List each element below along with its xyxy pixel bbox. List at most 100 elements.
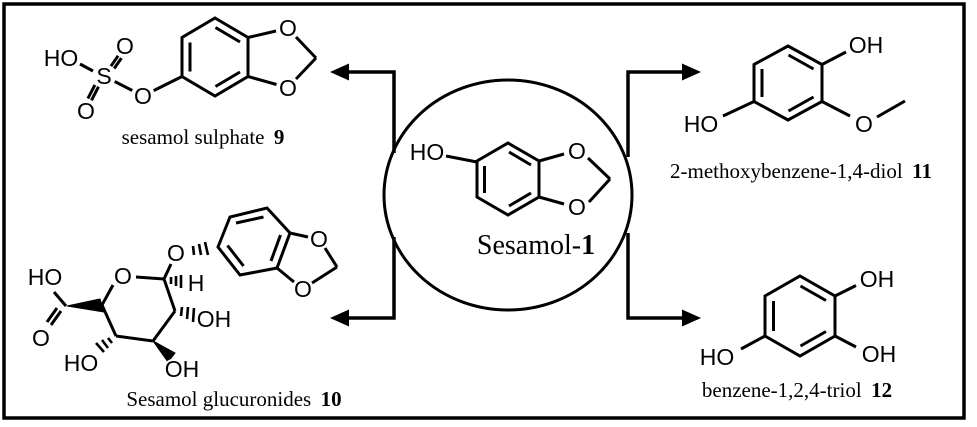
bond [289,231,309,239]
atom-label: OH [197,306,232,332]
double-bond [787,53,815,71]
caption-sesamol-sulphate: sesamol sulphate 9 [122,125,285,150]
bond [100,304,118,337]
caption-number: 11 [912,159,932,183]
bond [586,156,612,181]
arrow-line [346,237,396,320]
methoxydiol-structure: OH HO O [682,30,906,139]
double-bond [214,26,241,44]
sesamol-structure: HO O O [408,136,612,222]
double-bond-s-o [86,84,97,100]
atom-label: OH [860,266,895,292]
bond [162,263,173,280]
atom-label: O [568,194,586,220]
double-bond-s-o [90,86,100,101]
double-bond [508,191,532,208]
center-circle [382,78,634,312]
caption-text: benzene-1,2,4-triol [701,378,862,402]
arrow-line [626,233,685,320]
hash-tick [179,306,184,317]
wedge-bond [152,340,176,363]
double-bond [269,234,282,262]
atom-label: O [294,276,312,302]
hash-bond-c2-oh [179,306,196,323]
atom-label: O [167,240,185,266]
caption-number: 10 [320,387,342,411]
triol-structure: OH OH HO [698,264,899,372]
arrow-to-methoxydiol [626,63,701,157]
benzene-ring [475,141,541,217]
hash-tick [95,342,105,353]
arrowhead [330,309,349,327]
bond [52,291,68,307]
atom-label: OH [849,32,884,58]
arrow-line [626,70,685,157]
atom-label: O [568,138,586,164]
bond-ho-s [79,62,94,73]
bond [247,29,277,39]
arrow-to-triol [626,233,701,327]
bond-ho [722,100,755,118]
atom-label: HO [44,45,79,71]
bond [276,266,295,284]
atom-label: O [279,75,297,101]
caption-sesamol-glucuronides: Sesamol glucuronides 10 [126,387,341,412]
bond [538,152,565,163]
bond [115,334,154,343]
caption-number: 9 [273,125,285,149]
bond-oh [834,284,857,298]
glucuronide-structure: HO O O O H OH OH HO O O [26,206,339,384]
hash-tick [100,339,110,349]
bond-ho [445,154,478,164]
bond [538,195,565,206]
benzene-ring [763,274,837,358]
atom-label: HO [700,344,735,370]
bond [587,177,612,204]
atom-label: HO [28,264,63,290]
bond-oh [821,50,847,66]
benzene-ring [752,44,824,122]
double-bond-c-o [45,307,59,323]
bond [323,247,339,268]
figure-border [2,2,966,420]
bond [162,278,177,312]
atom-label: O [134,83,152,109]
atom-label: OH [165,356,200,382]
arrowhead [330,63,349,81]
hash-bond-anomeric-h [169,275,183,288]
arrow-line [346,70,396,153]
atom-label: O [32,325,50,351]
caption-number: 12 [871,378,893,402]
benzene-ring [180,16,250,98]
hash-tick [203,241,210,256]
caption-text: 2-methoxybenzene-1,4-diol [670,159,903,183]
double-bond-s-o [112,57,123,70]
arrowhead [682,63,701,81]
bond [247,75,277,86]
atom-label: O [310,226,328,252]
sulphate-structure: HO S O O O O O [42,13,318,126]
double-bond [799,330,827,348]
double-bond [787,95,815,113]
bond [294,56,318,81]
double-bond [235,215,264,225]
atom-label: O [279,15,297,41]
compound-name: Sesamol- [476,230,582,261]
atom-label: O [114,263,132,289]
atom-label: O [855,111,873,137]
arrow-to-glucuronide [330,237,396,327]
double-bond [214,70,241,88]
hash-tick [191,307,196,323]
bond-o [821,100,851,118]
double-bond [226,244,245,267]
caption-text: sesamol sulphate [121,125,265,149]
bond [294,35,318,60]
caption-text: Sesamol glucuronides [126,387,312,411]
bond-methyl [876,99,906,119]
hash-tick [106,337,114,344]
caption-methoxybenzenediol: 2-methoxybenzene-1,4-diol 11 [670,159,932,184]
bond-s-o [114,80,133,92]
bond-ho [740,334,766,351]
